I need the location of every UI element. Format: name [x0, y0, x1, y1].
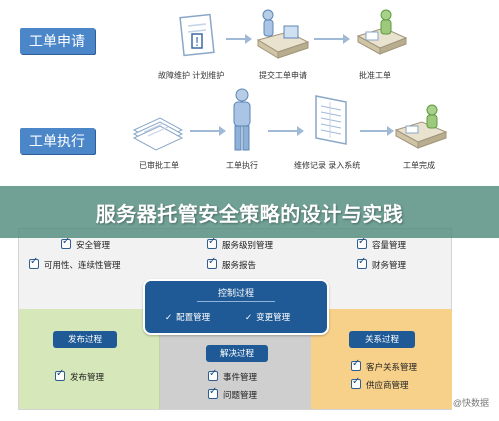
- item-incident: 事件管理: [208, 368, 258, 383]
- check-icon: [207, 256, 217, 269]
- check-icon: ✓: [165, 312, 173, 322]
- relationship-title: 关系过程: [349, 331, 415, 348]
- title-banner: [0, 186, 499, 238]
- caption-approved: 已审批工单: [139, 161, 179, 170]
- approver-desk-icon: [356, 9, 408, 55]
- item-capacity: 容量管理: [357, 236, 407, 251]
- caption-record: 维修记录 录入系统: [294, 161, 361, 170]
- item-release-label: 发布管理: [70, 372, 105, 382]
- item-availability: 可用性、连续性管理: [29, 256, 121, 271]
- caption-fault-plan: 故障维护 计划维护: [158, 71, 225, 80]
- release-box: 发布过程 发布管理: [19, 309, 160, 409]
- item-config: ✓配置管理: [165, 311, 210, 323]
- item-change-label: 变更管理: [256, 312, 291, 322]
- control-title: 控制过程: [217, 288, 254, 298]
- control-divider: [197, 301, 275, 302]
- arrow-1: [226, 34, 252, 44]
- item-problem-label: 问题管理: [223, 390, 258, 400]
- section-tag-apply: 工单申请: [20, 28, 95, 54]
- person-at-desk-icon: [256, 9, 310, 59]
- item-availability-label: 可用性、连续性管理: [44, 260, 121, 270]
- resolution-title: 解决过程: [206, 345, 268, 362]
- arrow-4: [268, 126, 304, 136]
- item-change: ✓变更管理: [245, 311, 290, 323]
- check-icon: [208, 368, 218, 381]
- relationship-box: 关系过程 客户关系管理 供应商管理: [311, 309, 452, 409]
- release-title: 发布过程: [53, 331, 117, 348]
- item-customer: 客户关系管理: [351, 358, 418, 373]
- check-icon: [357, 256, 367, 269]
- technician-icon: [233, 88, 251, 151]
- framework-panel: 安全管理 可用性、连续性管理 服务级别管理 服务报告 容量管理 财务管理 发布过…: [18, 228, 452, 410]
- caption-exec: 工单执行: [226, 161, 258, 170]
- control-box: 控制过程 ✓配置管理 ✓变更管理: [143, 279, 329, 335]
- item-service-report: 服务报告: [207, 256, 257, 271]
- record-sheet-icon: [315, 95, 347, 145]
- banner-title: 服务器托管安全策略的设计与实践: [95, 202, 404, 226]
- item-finance: 财务管理: [357, 256, 407, 271]
- check-icon: [357, 236, 367, 249]
- caption-done: 工单完成: [403, 161, 435, 170]
- check-icon: [61, 236, 71, 249]
- check-icon: [55, 368, 65, 381]
- check-icon: [208, 386, 218, 399]
- check-icon: [29, 256, 39, 269]
- item-config-label: 配置管理: [176, 312, 211, 322]
- check-icon: ✓: [245, 312, 253, 322]
- item-security: 安全管理: [61, 236, 111, 251]
- item-supplier-label: 供应商管理: [366, 380, 409, 390]
- item-supplier: 供应商管理: [351, 376, 409, 391]
- item-customer-label: 客户关系管理: [366, 362, 418, 372]
- svg-text:!: !: [195, 35, 200, 49]
- item-capacity-label: 容量管理: [372, 240, 407, 250]
- check-icon: [207, 236, 217, 249]
- watermark: @快数据: [452, 398, 489, 408]
- item-incident-label: 事件管理: [223, 372, 258, 382]
- caption-submit: 提交工单申请: [259, 71, 307, 80]
- caption-approve: 批准工单: [359, 71, 391, 80]
- completed-desk-icon: [394, 104, 448, 149]
- check-icon: [351, 376, 361, 389]
- section-tag-execute: 工单执行: [20, 128, 95, 154]
- paper-stack-icon: [132, 117, 184, 151]
- document-icon: !: [179, 13, 215, 57]
- item-security-label: 安全管理: [76, 240, 111, 250]
- item-service-level-label: 服务级别管理: [222, 240, 274, 250]
- arrow-2: [314, 34, 350, 44]
- check-icon: [351, 358, 361, 371]
- item-service-report-label: 服务报告: [222, 260, 257, 270]
- item-service-level: 服务级别管理: [207, 236, 274, 251]
- arrow-5: [360, 126, 394, 136]
- item-finance-label: 财务管理: [372, 260, 407, 270]
- item-release: 发布管理: [55, 368, 105, 383]
- arrow-3: [190, 126, 226, 136]
- item-problem: 问题管理: [208, 386, 258, 401]
